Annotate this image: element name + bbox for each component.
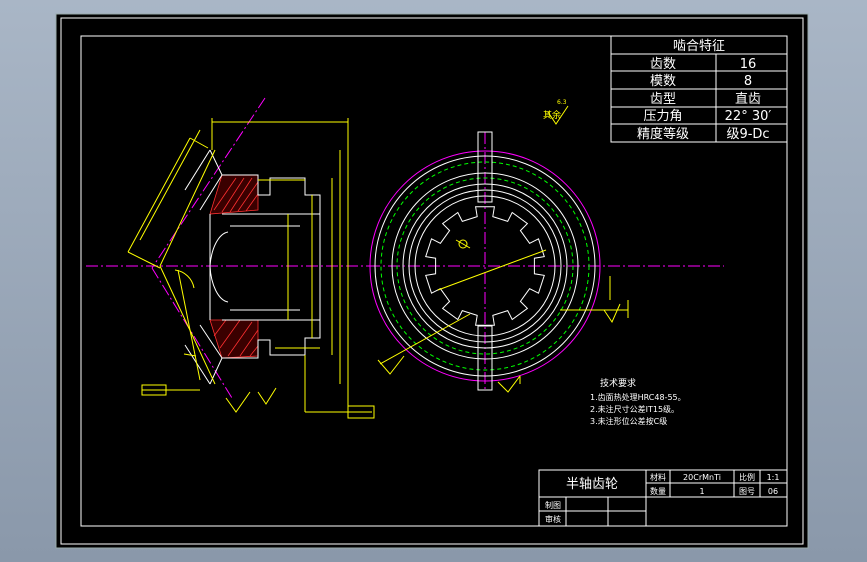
hatch-lines — [213, 177, 259, 357]
datum-frame — [141, 384, 167, 396]
technical-requirements: 技术要求 1.齿面热处理HRC48-55。 2.未注尺寸公差IT15级。 3.未… — [590, 377, 686, 426]
mesh-parameter-table: 啮合特征 齿数 16 模数 8 齿型 直齿 压力角 22° 30′ 精度等级 级… — [610, 35, 788, 143]
part-name: 半轴齿轮 — [566, 477, 618, 492]
qty-value: 1 — [699, 487, 704, 496]
inner-frame — [80, 35, 788, 527]
table-label-module: 模数 — [650, 74, 676, 89]
table-value-tooth-type: 直齿 — [735, 92, 761, 107]
spline-bore — [425, 206, 545, 326]
drawing-no-value: 06 — [768, 487, 778, 496]
scale-label: 比例 — [739, 472, 755, 482]
table-value-accuracy: 级9-Dc — [726, 127, 769, 142]
roughness-rest-value: 6.3 — [557, 99, 567, 106]
table-label-tooth-type: 齿型 — [650, 92, 676, 107]
tech-item-3: 3.未注形位公差按C级 — [590, 416, 667, 426]
table-label-teeth: 齿数 — [650, 57, 676, 72]
gear-outline — [209, 149, 321, 385]
roughness-mark-rest — [547, 105, 569, 125]
geometric-tolerance-frame — [347, 405, 375, 419]
drawing-paper — [55, 13, 809, 549]
slot-top — [477, 131, 493, 203]
gear-front-view — [368, 105, 724, 393]
checked-by-label: 审核 — [545, 514, 561, 524]
tech-item-2: 2.未注尺寸公差IT15级。 — [590, 404, 679, 414]
material-label: 材料 — [650, 472, 666, 482]
table-label-accuracy: 精度等级 — [637, 126, 689, 142]
drawing-no-label: 图号 — [739, 487, 755, 496]
material-value: 20CrMnTi — [683, 473, 721, 482]
roughness-mark-left — [225, 391, 251, 413]
tech-title: 技术要求 — [600, 377, 636, 389]
cone-axis-lower — [151, 267, 233, 399]
title-block: 半轴齿轮 材料 20CrMnTi 比例 1:1 数量 1 图号 06 制图 审核 — [538, 469, 788, 527]
gear-section-view — [86, 97, 375, 419]
qty-label: 数量 — [650, 486, 666, 496]
table-value-teeth: 16 — [740, 57, 757, 72]
table-value-module: 8 — [744, 74, 752, 89]
slot-bottom — [477, 325, 493, 391]
table-label-pressure-angle: 压力角 — [643, 109, 682, 124]
table-title: 啮合特征 — [673, 39, 725, 54]
outer-border — [60, 17, 804, 545]
outer-circle — [369, 150, 601, 382]
drawn-by-label: 制图 — [545, 500, 561, 510]
tech-item-1: 1.齿面热处理HRC48-55。 — [590, 392, 686, 402]
roughness-rest-label: 其余 — [543, 109, 561, 121]
pitch-circle — [380, 161, 590, 371]
scale-value: 1:1 — [767, 473, 780, 482]
cone-axis-upper — [151, 97, 266, 269]
table-value-pressure-angle: 22° 30′ — [725, 109, 772, 124]
